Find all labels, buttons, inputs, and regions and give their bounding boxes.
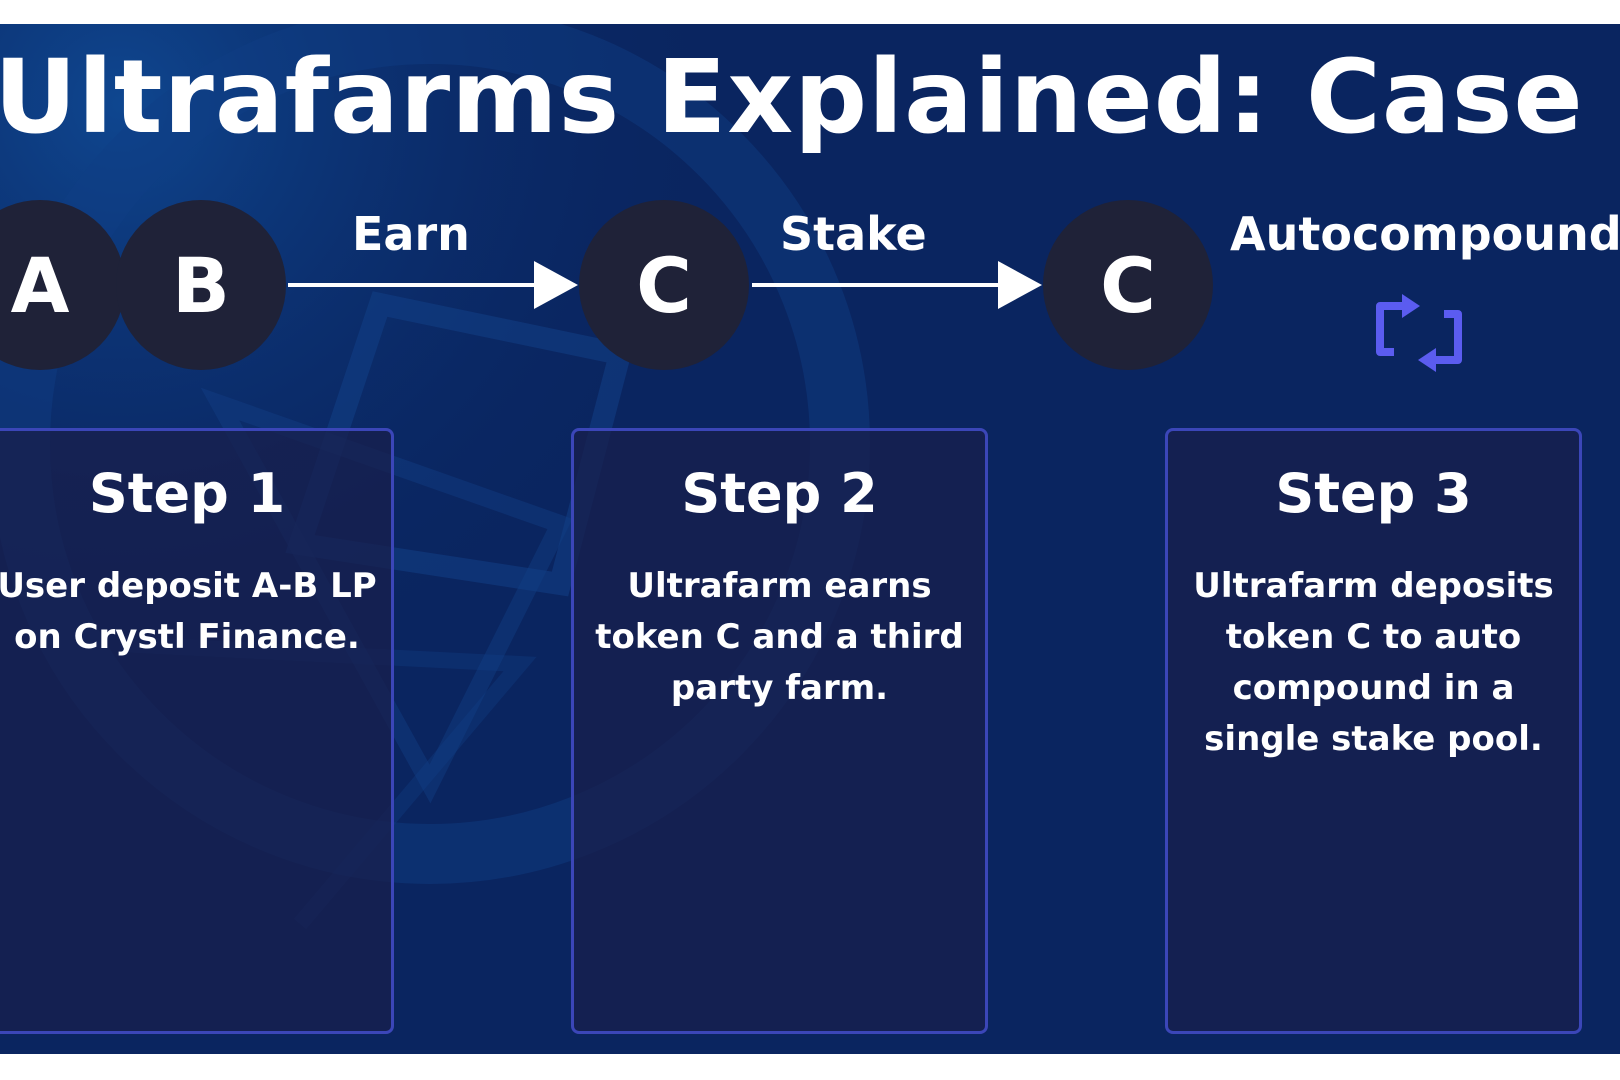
diagram-canvas: Ultrafarms Explained: Case 1 A B C C Ear… <box>0 24 1620 1054</box>
step-card-1: Step 1 User deposit A-B LP on Crystl Fin… <box>0 428 394 1034</box>
stake-label: Stake <box>780 207 927 261</box>
step-title: Step 2 <box>681 462 878 525</box>
token-b: B <box>116 200 286 370</box>
step-description: User deposit A-B LP on Crystl Finance. <box>0 566 377 657</box>
earn-arrow <box>288 261 578 309</box>
page-title: Ultrafarms Explained: Case 1 <box>0 38 1620 157</box>
step-title: Step 3 <box>1275 462 1472 525</box>
arrowhead-icon <box>534 261 578 309</box>
autocompound-label: Autocompound <box>1230 207 1620 261</box>
step-card-2: Step 2 Ultrafarm earns token C and a thi… <box>571 428 988 1034</box>
stake-arrow <box>752 261 1042 309</box>
step-description: Ultrafarm deposits token C to auto compo… <box>1193 566 1554 759</box>
repeat-cycle-icon <box>1376 294 1462 372</box>
step-title: Step 1 <box>88 462 286 525</box>
token-c-earned: C <box>579 200 749 370</box>
arrowhead-icon <box>998 261 1042 309</box>
earn-label: Earn <box>352 207 470 261</box>
step-card-3: Step 3 Ultrafarm deposits token C to aut… <box>1165 428 1582 1034</box>
step-description: Ultrafarm earns token C and a third part… <box>595 566 964 708</box>
token-c-staked: C <box>1043 200 1213 370</box>
